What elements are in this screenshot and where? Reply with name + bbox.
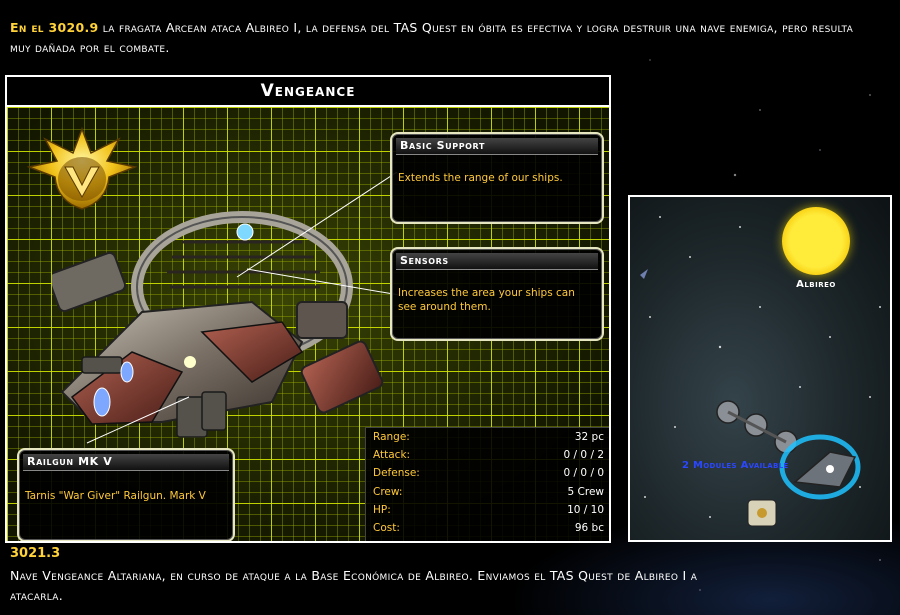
map-objects <box>640 216 881 527</box>
economic-base-icon <box>716 400 798 454</box>
stat-value: 0 / 0 / 0 <box>563 467 604 480</box>
stat-row-cost: Cost: 96 bc <box>366 519 609 537</box>
tas-quest-ship-icon <box>747 499 777 527</box>
stat-label: Cost: <box>373 521 400 534</box>
stat-value: 10 / 10 <box>567 503 604 516</box>
stat-value: 0 / 0 / 2 <box>563 449 604 462</box>
altarian-emblem-icon <box>27 127 137 210</box>
galaxy-map-view[interactable]: Albireo 2 Modules Available <box>628 195 892 542</box>
ship-info-panel: Vengeance <box>5 75 611 543</box>
stat-value: 32 pc <box>574 431 604 443</box>
ship-name: Vengeance <box>7 77 609 107</box>
ship-stats-table: Range: 32 pc Attack: 0 / 0 / 2 Defense: 0 /… <box>365 427 609 541</box>
caption-bottom-text: Nave Vengeance Altariana, en curso de at… <box>10 568 698 603</box>
ship-model-image <box>52 211 384 438</box>
stat-label: Crew: <box>373 485 403 498</box>
stat-row-crew: Crew: 5 Crew <box>366 483 609 501</box>
module-sensors: Sensors Increases the area your ships ca… <box>390 247 604 341</box>
module-railgun-title: Railgun MK V <box>23 454 229 471</box>
stat-label: Defense: <box>373 467 420 480</box>
module-leader-lines <box>86 171 400 444</box>
vengeance-ship-map-icon <box>793 451 857 488</box>
caption-top-date: En el 3020.9 <box>10 20 99 35</box>
module-basic-support-desc: Extends the range of our ships. <box>398 172 563 184</box>
module-basic-support: Basic Support Extends the range of our s… <box>390 132 604 224</box>
module-sensors-desc: Increases the area your ships can see ar… <box>398 287 575 313</box>
module-basic-support-title: Basic Support <box>396 138 598 155</box>
stat-row-defense: Defense: 0 / 0 / 0 <box>366 464 609 482</box>
caption-top: En el 3020.9 la fragata Arcean ataca Alb… <box>10 18 870 58</box>
stat-label: Attack: <box>373 449 411 462</box>
stat-row-hp: HP: 10 / 10 <box>366 501 609 519</box>
stat-value: 96 bc <box>574 521 604 534</box>
star-albireo-label: Albireo <box>796 279 836 290</box>
star-albireo[interactable] <box>782 207 850 275</box>
distant-ship-icon <box>640 269 648 279</box>
module-railgun-desc: Tarnis "War Giver" Railgun. Mark V <box>25 490 206 502</box>
module-railgun: Railgun MK V Tarnis "War Giver" Railgun.… <box>17 448 235 541</box>
module-sensors-title: Sensors <box>396 253 598 270</box>
modules-available-label[interactable]: 2 Modules Available <box>682 460 789 471</box>
caption-bottom-date: 3021.3 <box>10 546 61 561</box>
caption-top-text: la fragata Arcean ataca Albireo I, la de… <box>10 20 854 55</box>
stat-label: HP: <box>373 503 391 516</box>
stat-value: 5 Crew <box>567 485 604 498</box>
stat-row-attack: Attack: 0 / 0 / 2 <box>366 446 609 464</box>
stat-row-range: Range: 32 pc <box>366 428 609 446</box>
stat-label: Range: <box>373 431 410 443</box>
